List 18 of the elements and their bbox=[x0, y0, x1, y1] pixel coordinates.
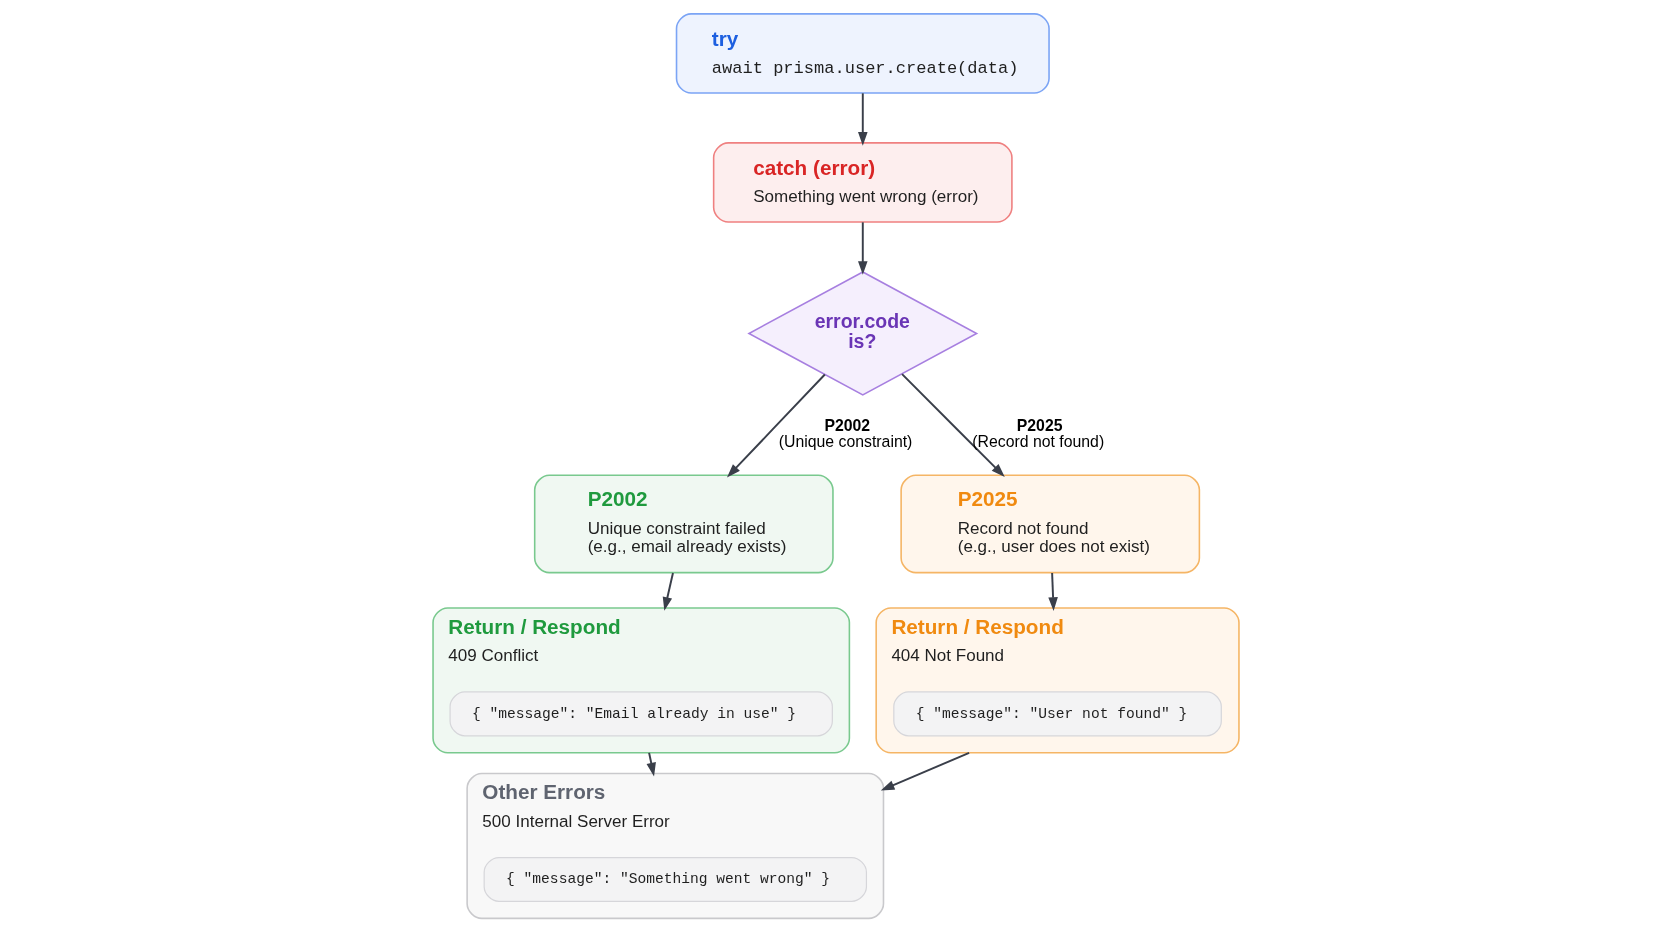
arrow bbox=[726, 373, 826, 477]
edge-label: P2025 (Record not found) bbox=[972, 416, 1105, 450]
arrow bbox=[662, 571, 674, 611]
node-box: P2025 Record not found (e.g., user does not exist) bbox=[900, 473, 1201, 573]
node-box: { "message": "Something went wrong" } bbox=[483, 856, 868, 902]
node-box: try await prisma.user.create(data) bbox=[675, 12, 1050, 94]
arrow bbox=[858, 220, 868, 275]
arrow bbox=[880, 751, 971, 791]
node-diamond: error.code is? bbox=[747, 270, 979, 396]
edge-label: P2002 (Unique constraint) bbox=[778, 416, 913, 450]
arrow bbox=[1048, 571, 1058, 611]
arrow bbox=[901, 372, 1005, 477]
node-box: P2002 Unique constraint failed (e.g., email already exists) bbox=[533, 473, 834, 573]
arrow bbox=[646, 751, 656, 776]
node-box: catch (error) Something went wrong (error) bbox=[712, 141, 1013, 223]
node-box: { "message": "User not found" } bbox=[893, 690, 1222, 736]
arrow bbox=[858, 91, 868, 146]
node-box: { "message": "Email already in use" } bbox=[449, 690, 833, 736]
